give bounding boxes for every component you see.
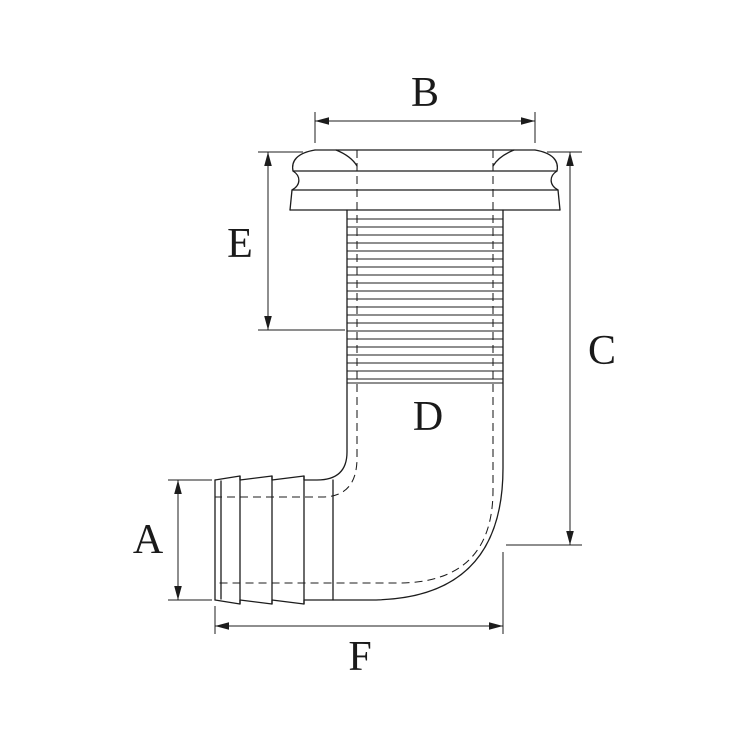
dimension-e (258, 151, 345, 331)
dimension-labels: B E C D A F (133, 70, 616, 680)
threaded-section (347, 218, 503, 384)
flange-left-profile (289, 149, 316, 211)
bore-right-hidden-line (215, 150, 494, 584)
bore-left-hidden-line (215, 150, 358, 498)
dimension-label-f: F (348, 634, 371, 680)
dimension-label-a: A (133, 517, 164, 563)
flange-rim-left-curve (335, 149, 358, 167)
hidden-bore-lines (215, 150, 494, 584)
dimension-c (506, 151, 582, 546)
thread-lines (347, 218, 503, 384)
body-right-outer-profile (214, 209, 504, 605)
dimension-label-d: D (413, 394, 443, 440)
dimension-b (314, 112, 536, 143)
dimension-label-e: E (227, 221, 253, 267)
flange-head (289, 149, 561, 211)
flange-rim-right-curve (492, 149, 515, 167)
elbow-body (214, 209, 504, 605)
flange-right-profile (534, 149, 561, 211)
dimension-label-c: C (588, 328, 616, 374)
dimension-f (214, 552, 504, 634)
dimension-a (168, 479, 212, 601)
dimension-label-b: B (411, 70, 439, 116)
